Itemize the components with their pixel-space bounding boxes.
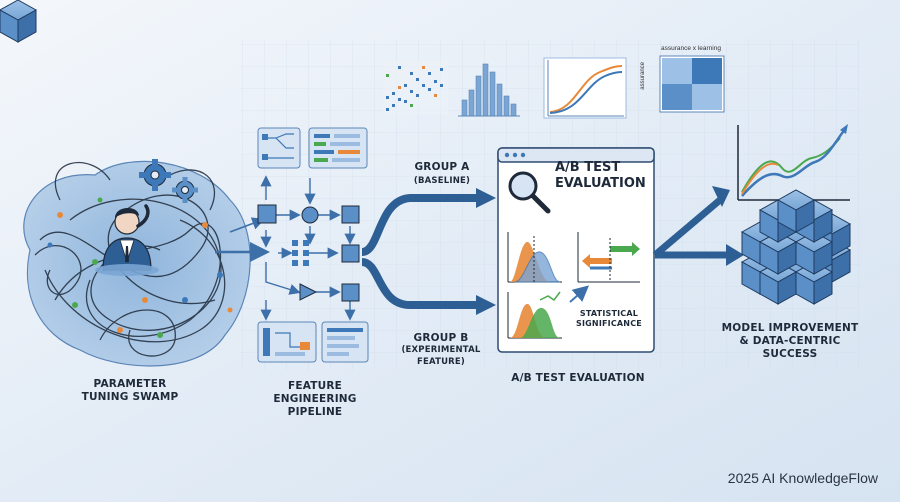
heatmap-top-label: assurance x learning: [661, 45, 721, 52]
label-line: PIPELINE: [287, 406, 343, 418]
distribution-chart-a: [507, 232, 562, 283]
label-line: STATISTICAL: [579, 309, 639, 318]
person-icon: [95, 204, 159, 276]
label-line: & DATA-CENTRIC: [739, 335, 841, 347]
magnifier-icon: [508, 171, 551, 214]
footer-credit: 2025 AI KnowledgeFlow: [727, 470, 878, 486]
label-line: A/B TEST EVALUATION: [511, 372, 645, 384]
label-line: TUNING SWAMP: [81, 391, 179, 403]
label-group-b: GROUP B (EXPERIMENTAL FEATURE): [388, 332, 494, 368]
label-line: ENGINEERING: [273, 393, 357, 405]
label-line: (EXPERIMENTAL: [401, 345, 481, 355]
label-line: (BASELINE): [413, 176, 471, 186]
label-group-a: GROUP A (BASELINE): [392, 160, 492, 188]
label-model-improvement: MODEL IMPROVEMENT & DATA-CENTRIC SUCCESS: [700, 322, 880, 361]
label-line: GROUP B: [413, 332, 469, 344]
comparison-arrows: [577, 232, 640, 283]
arrow-group-b-head: [476, 295, 496, 315]
label-line: MODEL IMPROVEMENT: [721, 322, 859, 334]
label-line: SIGNIFICANCE: [576, 319, 642, 328]
label-line: FEATURE: [287, 380, 342, 392]
arrow-up-head: [712, 186, 730, 207]
gear-icon: [172, 177, 198, 203]
title-line: A/B TEST: [555, 160, 621, 175]
output-arrows: [652, 197, 728, 259]
label-line: PARAMETER: [93, 378, 167, 390]
gear-icon: [139, 159, 171, 191]
cube-stack: [0, 0, 851, 305]
swamp-dots: [47, 197, 233, 338]
label-parameter-swamp: PARAMETER TUNING SWAMP: [60, 378, 200, 404]
feature-pipeline: [257, 127, 369, 363]
ab-window-title: A/B TEST EVALUATION: [555, 160, 650, 192]
heatmap-side-label: assurance: [640, 62, 646, 90]
label-feature-pipeline: FEATURE ENGINEERING PIPELINE: [255, 380, 375, 419]
arrow-group-a-head: [476, 188, 496, 208]
label-line: FEATURE): [416, 357, 466, 367]
top-mini-charts: [383, 55, 725, 119]
ab-test-window: [497, 147, 655, 353]
title-line: EVALUATION: [555, 176, 646, 191]
arrow-right-head: [726, 244, 744, 266]
label-line: SUCCESS: [762, 348, 818, 360]
parameter-swamp: [23, 159, 251, 367]
label-line: GROUP A: [414, 161, 470, 173]
swamp-arrows: [215, 217, 270, 262]
label-ab-test-evaluation: A/B TEST EVALUATION: [490, 372, 666, 385]
label-statistical-significance: STATISTICAL SIGNIFICANCE: [566, 309, 652, 329]
distribution-chart-b: [507, 291, 562, 339]
split-arrows: [360, 194, 478, 309]
